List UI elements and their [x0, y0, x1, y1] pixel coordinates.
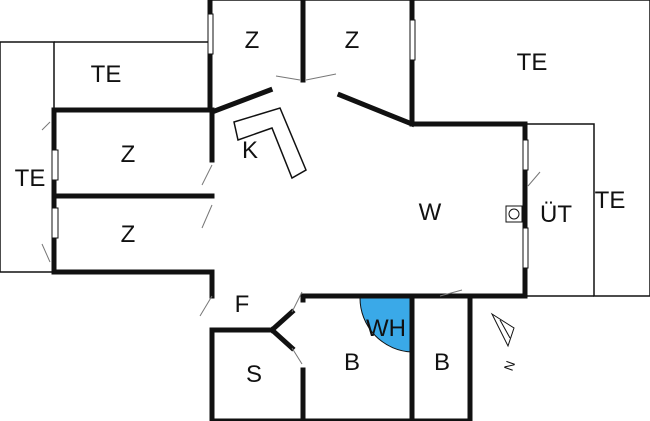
compass-arrow-icon — [490, 312, 515, 348]
room-label-wh: WH — [366, 315, 406, 342]
compass-north-label: N — [501, 359, 518, 373]
walls — [51, 0, 528, 421]
room-label-ut: ÜT — [540, 201, 572, 228]
room-label-te-left: TE — [91, 61, 122, 88]
room-label-z-mid: Z — [121, 141, 136, 168]
room-label-te-right: TE — [595, 187, 626, 214]
fireplace-symbol — [505, 205, 523, 223]
doors — [41, 73, 541, 365]
room-label-z-top-2: Z — [345, 27, 360, 54]
room-label-f: F — [235, 291, 250, 318]
windows — [51, 13, 529, 269]
terrace-outlines — [0, 0, 650, 297]
room-label-te-top-right: TE — [517, 49, 548, 76]
room-label-te-far-left: TE — [15, 165, 46, 192]
kitchen-counter — [233, 107, 307, 180]
room-label-z-top-1: Z — [245, 27, 260, 54]
room-label-z-low: Z — [121, 221, 136, 248]
room-label-b1: B — [344, 349, 360, 376]
room-label-b2: B — [434, 349, 450, 376]
room-label-k: K — [242, 137, 258, 164]
room-label-w: W — [419, 199, 442, 226]
room-label-s: S — [246, 361, 262, 388]
